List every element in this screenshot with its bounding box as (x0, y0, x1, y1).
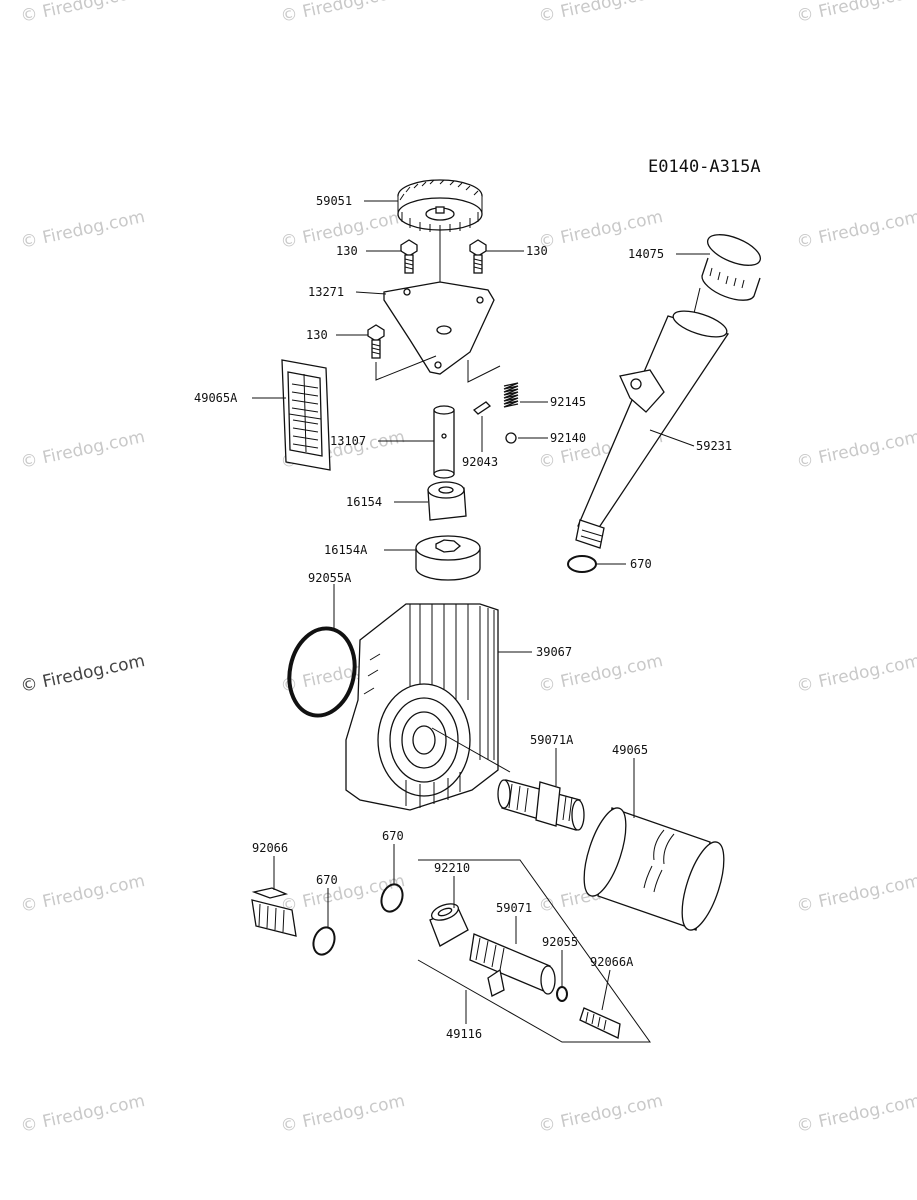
watermark: © Firedog.com (19, 207, 147, 253)
pin-92043-drawing (472, 401, 492, 415)
cap-14075-drawing (689, 234, 761, 331)
watermark: © Firedog.com (19, 871, 147, 917)
part-label-92066A: 92066A (590, 955, 634, 969)
part-label-14075: 14075 (628, 247, 664, 261)
cover-plate-13271-drawing (375, 281, 501, 383)
bolt-130c-drawing (367, 324, 385, 359)
watermark: © Firedog.com (537, 0, 665, 27)
part-label-130-left: 130 (336, 244, 358, 258)
part-label-13107: 13107 (330, 434, 366, 448)
part-label-59071A: 59071A (530, 733, 574, 747)
watermark: © Firedog.com (19, 427, 147, 473)
part-label-130-lower: 130 (306, 328, 328, 342)
watermark: © Firedog.com (795, 1091, 917, 1137)
bolt-130a-drawing (400, 239, 418, 274)
part-label-92145: 92145 (550, 395, 586, 409)
watermark: © Firedog.com (795, 651, 917, 697)
pipe-59071A-drawing (497, 779, 585, 831)
ball-92140-drawing (505, 432, 517, 444)
o-ring-92055-drawing (556, 986, 568, 1002)
plug-92066-drawing (251, 887, 297, 937)
watermark: © Firedog.com (279, 0, 407, 27)
tube-59231-drawing (575, 310, 730, 549)
leader-lines (252, 200, 710, 1024)
part-labels: 59051 130 130 130 13271 49065A 92145 131… (194, 194, 732, 1041)
inner-rotor-16154-drawing (427, 481, 467, 521)
part-label-92066: 92066 (252, 841, 288, 855)
o-ring-670c-drawing (380, 883, 404, 913)
watermark: © Firedog.com (537, 207, 665, 253)
part-label-49065: 49065 (612, 743, 648, 757)
watermark: © Firedog.com (279, 1091, 407, 1137)
assembly-49116-outline (417, 859, 651, 1043)
part-label-92043: 92043 (462, 455, 498, 469)
collar-92210-drawing (429, 903, 469, 947)
part-label-92210: 92210 (434, 861, 470, 875)
outer-rotor-16154A-drawing (415, 535, 481, 581)
part-label-92055A: 92055A (308, 571, 352, 585)
watermark: © Firedog.com (19, 1091, 147, 1137)
part-label-39067: 39067 (536, 645, 572, 659)
part-label-670-tube: 670 (630, 557, 652, 571)
oil-filter-49065-drawing (583, 807, 725, 931)
housing-39067-drawing (345, 603, 511, 811)
watermark: © Firedog.com (279, 871, 407, 917)
watermark: © Firedog.com (19, 651, 147, 697)
watermark: © Firedog.com (795, 871, 917, 917)
part-label-92055: 92055 (542, 935, 578, 949)
part-label-670-mid: 670 (382, 829, 404, 843)
part-label-59051: 59051 (316, 194, 352, 208)
watermark: © Firedog.com (795, 207, 917, 253)
part-label-59231: 59231 (696, 439, 732, 453)
watermark: © Firedog.com (537, 1091, 665, 1137)
valve-92066A-drawing (579, 1007, 621, 1039)
screen-49065A-drawing (281, 359, 331, 471)
o-ring-670b-drawing (312, 926, 336, 956)
bolt-130b-drawing (469, 239, 487, 274)
part-label-49116: 49116 (446, 1027, 482, 1041)
watermark: © Firedog.com (795, 427, 917, 473)
diagram-code: E0140-A315A (648, 157, 761, 177)
spring-92145-drawing (503, 382, 519, 408)
part-label-670-left: 670 (316, 873, 338, 887)
part-label-49065A: 49065A (194, 391, 238, 405)
gear-59051-drawing (397, 179, 483, 330)
o-ring-670a-drawing (567, 555, 597, 573)
o-ring-92055A-drawing (287, 626, 357, 718)
part-label-92140: 92140 (550, 431, 586, 445)
tee-fitting-59071-drawing (469, 933, 556, 997)
part-label-13271: 13271 (308, 285, 344, 299)
part-label-16154: 16154 (346, 495, 382, 509)
shaft-13107-drawing (433, 405, 455, 479)
part-label-59071: 59071 (496, 901, 532, 915)
watermark: © Firedog.com (795, 0, 917, 27)
part-label-16154A: 16154A (324, 543, 368, 557)
part-label-130-right: 130 (526, 244, 548, 258)
watermark: © Firedog.com (19, 0, 147, 27)
